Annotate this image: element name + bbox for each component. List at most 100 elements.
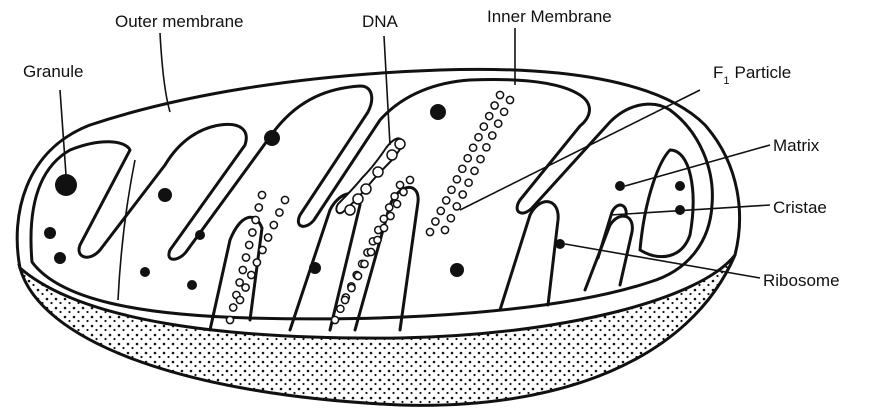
f1-particle [391, 193, 398, 200]
granule [450, 263, 464, 277]
f1-particle [259, 246, 266, 253]
outer-shell-cut-face [20, 255, 735, 405]
label-matrix: Matrix [773, 136, 820, 155]
inner-membrane [31, 80, 712, 319]
ribosome-dot [195, 230, 205, 240]
dna-loop-6 [395, 139, 405, 149]
f1-particle [337, 305, 344, 312]
f1-particle [354, 272, 361, 279]
label-outer-membrane: Outer membrane [115, 12, 244, 31]
f1-particle [230, 304, 237, 311]
f1-particle [400, 188, 407, 195]
granule [54, 252, 66, 264]
f1-particle [501, 108, 508, 115]
f1-particle [361, 260, 368, 267]
f1-particle [477, 156, 484, 163]
leader-cristae [610, 205, 770, 215]
ribosome-dot [555, 239, 565, 249]
label-granule: Granule [23, 62, 83, 81]
f1-particle [276, 209, 283, 216]
f1-particle [441, 226, 448, 233]
dna-loop-5 [387, 150, 397, 160]
f1-particle [459, 165, 466, 172]
crista-fold-5 [500, 202, 558, 310]
dna-loop-3 [361, 184, 371, 194]
f1-particle [480, 123, 487, 130]
f1-particle [475, 134, 482, 141]
f1-particle [226, 316, 233, 323]
f1-particle [236, 296, 243, 303]
leader-dna [384, 36, 390, 145]
f1-particle [242, 284, 249, 291]
f1-particle [348, 284, 355, 291]
granule [309, 262, 321, 274]
f1-particle [448, 186, 455, 193]
f1-particles [226, 91, 513, 323]
granule [55, 174, 77, 196]
f1-particle [465, 179, 472, 186]
f1-particle [489, 132, 496, 139]
dna-loop-2 [353, 194, 363, 204]
label-inner-membrane: Inner Membrane [487, 7, 612, 26]
f1-particle [495, 120, 502, 127]
f1-particle [396, 181, 403, 188]
granule [430, 104, 446, 120]
f1-particle [242, 254, 249, 261]
f1-particle [253, 259, 260, 266]
label-f1-suffix: Particle [735, 63, 792, 82]
f1-particle [252, 216, 259, 223]
f1-particle [496, 91, 503, 98]
leader-granule [60, 90, 66, 175]
f1-particle [464, 155, 471, 162]
f1-particle [406, 176, 413, 183]
f1-particle [491, 102, 498, 109]
label-f1-subscript: 1 [723, 75, 729, 87]
crista-fold-7 [640, 150, 693, 257]
ribosome-dot [140, 267, 150, 277]
granule [44, 227, 56, 239]
f1-particle [471, 167, 478, 174]
f1-particle [506, 96, 513, 103]
f1-particle [374, 236, 381, 243]
label-dna: DNA [362, 12, 399, 31]
label-f1-particle: F1 Particle [713, 63, 791, 87]
f1-particle [437, 207, 444, 214]
f1-particle [483, 144, 490, 151]
dna-loop-4 [373, 167, 383, 177]
granule [264, 130, 280, 146]
f1-particle [453, 203, 460, 210]
f1-particle [270, 221, 277, 228]
crista-fold-1 [118, 160, 135, 300]
dna-loop-1 [345, 205, 355, 215]
f1-particle [281, 196, 288, 203]
f1-particle [426, 228, 433, 235]
granule [158, 188, 172, 202]
ribosome-dot [615, 181, 625, 191]
f1-particle [239, 266, 246, 273]
f1-particle [387, 212, 394, 219]
f1-particle [459, 191, 466, 198]
f1-particle [453, 176, 460, 183]
f1-particle [255, 204, 262, 211]
ribosome-dot [187, 280, 197, 290]
f1-particle [246, 241, 253, 248]
f1-particle [248, 271, 255, 278]
leader-matrix [625, 145, 770, 186]
leader-outer-membrane [160, 33, 170, 112]
f1-particle [258, 191, 265, 198]
f1-particle [386, 204, 393, 211]
f1-particle [443, 197, 450, 204]
f1-particle [265, 234, 272, 241]
f1-particle [470, 144, 477, 151]
label-f1-prefix: F [713, 63, 723, 82]
f1-particle [249, 229, 256, 236]
f1-particle [367, 248, 374, 255]
f1-particle [393, 200, 400, 207]
label-cristae: Cristae [773, 198, 827, 217]
f1-particle [432, 218, 439, 225]
f1-particle [341, 296, 348, 303]
f1-particle [331, 316, 338, 323]
label-ribosome: Ribosome [763, 271, 840, 290]
f1-particle [486, 113, 493, 120]
